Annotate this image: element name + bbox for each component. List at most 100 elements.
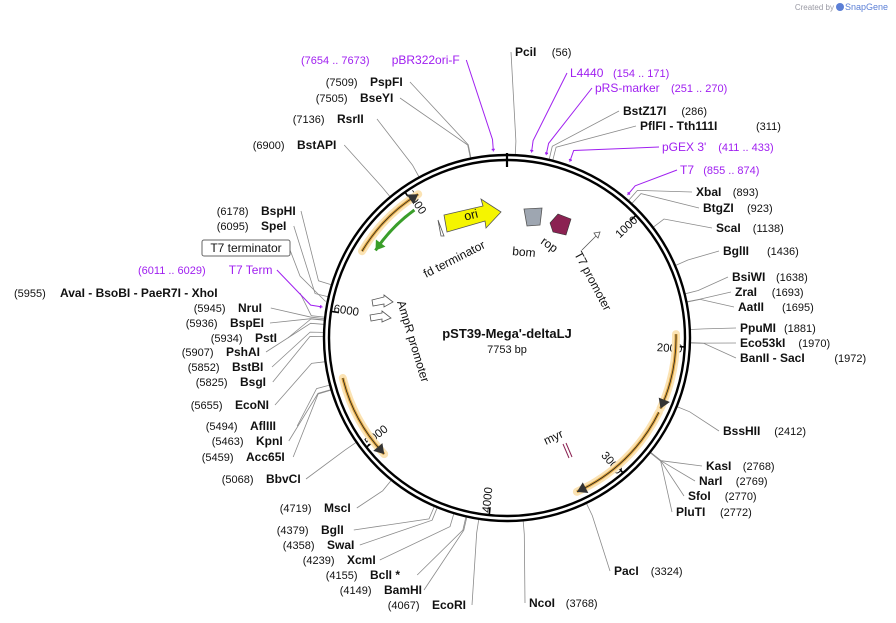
- site-name: BsgI: [240, 375, 266, 389]
- site-leader: [510, 51, 517, 155]
- site-position: (2770): [725, 491, 757, 503]
- site-leader: [548, 110, 620, 159]
- site-kpni: (5463)KpnI: [212, 434, 283, 448]
- site-leader: [359, 508, 438, 546]
- site-pcii: (56)PciI: [515, 45, 571, 59]
- site-bstapi: (6900)BstAPI: [253, 138, 337, 152]
- site-name: SfoI: [688, 489, 711, 503]
- site-name: NruI: [238, 301, 262, 315]
- site-leader: [274, 361, 325, 406]
- site-name: BstZ17I: [623, 104, 666, 118]
- site-name: MscI: [324, 501, 351, 515]
- site-name: PspFI: [370, 75, 403, 89]
- site-leader: [271, 331, 324, 368]
- ampr-promoter-arrow-b: [369, 310, 392, 323]
- primer-range: (251 .. 270): [671, 83, 727, 95]
- site-leader: [423, 517, 468, 591]
- site-name: PstI: [255, 331, 277, 345]
- plasmid-name: pST39-Mega'-deltaLJ: [442, 326, 572, 341]
- site-name: PshAI: [226, 345, 260, 359]
- primer-name: T7 Term: [229, 263, 273, 277]
- site-ncoi: (3768)NcoI: [529, 596, 598, 610]
- site-leader: [265, 322, 324, 353]
- site-position: (4155): [326, 570, 358, 582]
- site-position: (4358): [283, 540, 315, 552]
- site-leader: [687, 291, 732, 303]
- rop-arrow: [549, 213, 572, 236]
- site-bsphi: (6178)BspHI: [217, 204, 296, 218]
- primer-range: (7654 .. 7673): [301, 55, 370, 67]
- site-msci: (4719)MscI: [280, 501, 351, 515]
- boxed-feature-t7-terminator: T7 terminator: [201, 239, 291, 257]
- site-leader: [296, 384, 330, 427]
- site-position: (1693): [772, 287, 804, 299]
- site-spei: (6095)SpeI: [217, 219, 287, 233]
- site-bstbi: (5852)BstBI: [188, 360, 264, 374]
- site-aatii: (1695)AatII: [738, 300, 814, 314]
- site-leader: [471, 519, 480, 606]
- site-name: AflIII: [250, 419, 276, 433]
- primer-leader: [465, 59, 494, 152]
- site-name: BtgZI: [703, 201, 734, 215]
- ampr-promoter-arrow-a: [371, 294, 394, 308]
- site-position: (5825): [196, 377, 228, 389]
- bom-box: [523, 207, 543, 227]
- site-position: (1695): [782, 302, 814, 314]
- site-name: KasI: [706, 459, 731, 473]
- site-name: NarI: [699, 474, 722, 488]
- site-btgzi: (923)BtgZI: [703, 201, 773, 215]
- site-paci: (3324)PacI: [614, 564, 683, 578]
- site-leader: [293, 225, 328, 297]
- site-position: (2769): [736, 476, 768, 488]
- primer-leader: [627, 169, 678, 196]
- ruler-label: 6000: [333, 303, 360, 319]
- site-position: (2412): [774, 426, 806, 438]
- primer-name: pGEX 3': [662, 140, 706, 154]
- site-xbai: (893)XbaI: [696, 185, 758, 199]
- site-acc65i: (5459)Acc65I: [202, 450, 285, 464]
- site-position: (5852): [188, 362, 220, 374]
- site-name: BglII: [723, 244, 749, 258]
- site-leader: [409, 81, 472, 158]
- orf-arc: [576, 411, 661, 494]
- site-name: PciI: [515, 45, 536, 59]
- site-leader: [552, 125, 637, 160]
- site-leader: [522, 521, 526, 604]
- site-name: RsrII: [337, 112, 364, 126]
- site-ecori: (4067)EcoRI: [388, 598, 466, 612]
- site-pshai: (5907)PshAI: [182, 345, 260, 359]
- site-leader: [675, 250, 720, 266]
- site-name: XcmI: [347, 553, 376, 567]
- orf-arrowhead: [658, 397, 670, 409]
- site-bspei: (5936)BspEI: [186, 316, 264, 330]
- site-bsshii: (2412)BssHII: [723, 424, 806, 438]
- site-bsiwi: (1638) BsiWI: [732, 270, 808, 284]
- site-leader: [270, 307, 325, 319]
- t7-promoter-arrow: [581, 231, 601, 251]
- rop-label: rop: [538, 234, 561, 256]
- site-name: NcoI: [529, 596, 555, 610]
- site-position: (1638): [776, 272, 808, 284]
- fd-terminator-label: fd terminator: [421, 238, 487, 281]
- plasmid-length: 7753 bp: [487, 344, 527, 356]
- primer-range: (6011 .. 6029): [138, 265, 206, 277]
- site-position: (2768): [743, 461, 775, 473]
- ori-arrow: [443, 198, 502, 233]
- site-nrui: (5945) NruI: [194, 301, 262, 315]
- site-ppumi: (1881)PpuMI: [740, 321, 816, 335]
- site-position: (5945): [194, 303, 226, 315]
- site-position: (7509): [326, 77, 358, 89]
- site-position: (1972): [834, 353, 866, 365]
- site-leader: [650, 452, 696, 482]
- site-leader: [677, 406, 720, 432]
- site-leader: [379, 513, 455, 561]
- site-name: BsiWI: [732, 270, 765, 284]
- orf-halo: [572, 408, 663, 496]
- primer-binding-mark: [544, 152, 549, 155]
- leader-lines: [265, 51, 737, 606]
- site-position: (5068): [222, 474, 254, 486]
- ruler-tick: [488, 507, 491, 516]
- site-name: Acc65I: [246, 450, 285, 464]
